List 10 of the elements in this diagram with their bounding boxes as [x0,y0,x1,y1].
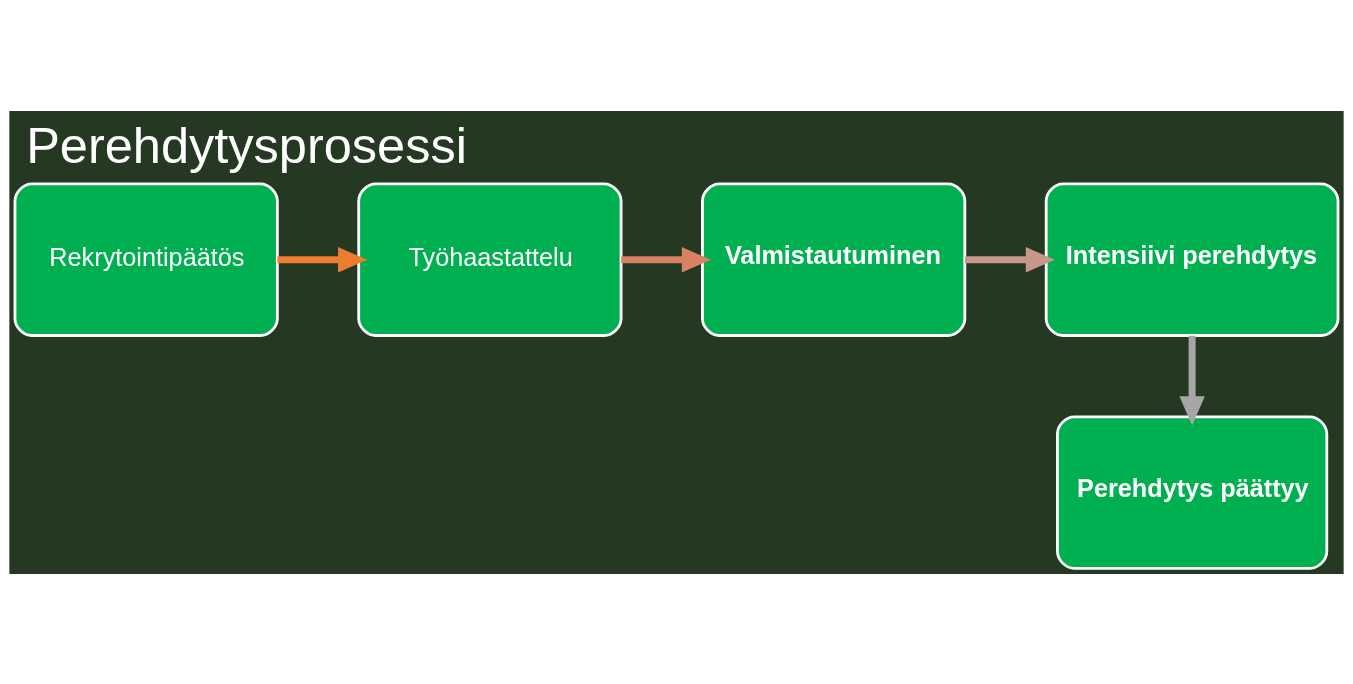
diagram-title: Perehdytysprosessi [26,116,467,174]
arrow [964,246,1055,272]
node-box: Valmistautuminen [701,182,967,337]
arrow [621,246,711,272]
node-box: Työhaastattelu [357,182,623,337]
arrow [277,246,368,272]
node-box: Intensiivi perehdytys [1044,182,1340,337]
node-box: Rekrytointipäätös [13,182,279,337]
node-box: Perehdytys päättyy [1056,414,1329,570]
arrow [1179,335,1205,425]
